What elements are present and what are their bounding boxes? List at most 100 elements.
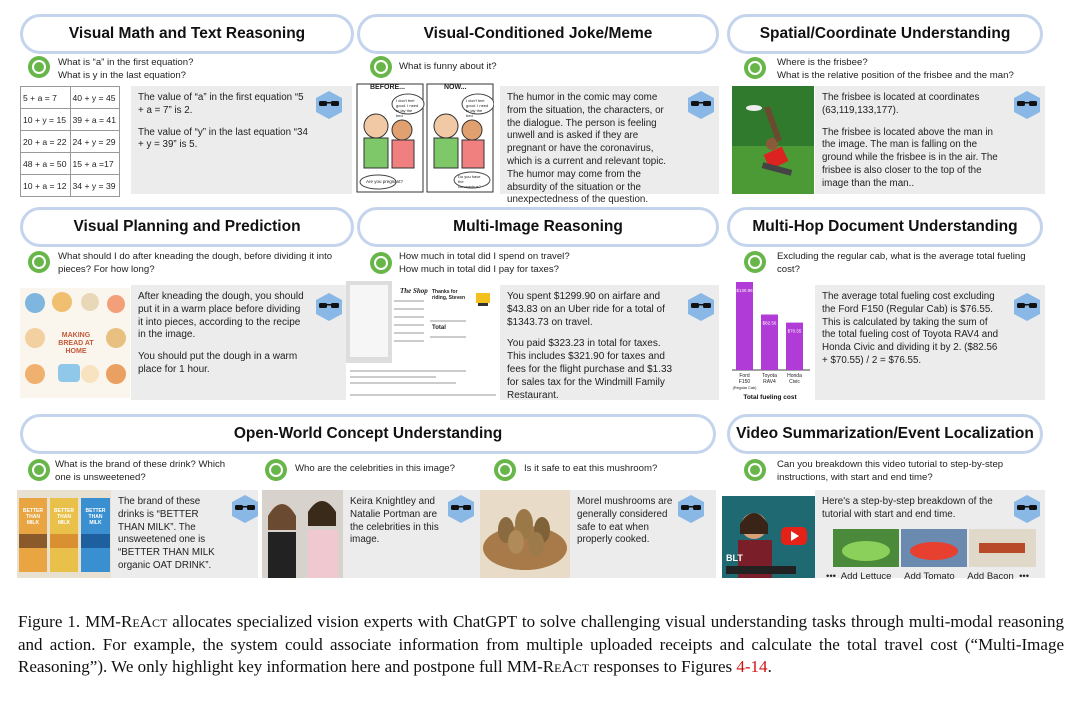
user-icon: [494, 459, 516, 481]
receipt-text: Total: [432, 325, 446, 331]
question-text: Can you breakdown this video tutorial to…: [777, 459, 1004, 483]
video-thumbnail[interactable]: BLT: [722, 496, 815, 578]
question-text: What should I do after kneading the doug…: [58, 251, 333, 275]
recipe-image: MAKING BREAD AT HOME: [20, 288, 130, 398]
user-icon: [744, 251, 766, 273]
comic-text: Do you have the coronavirus?: [458, 174, 481, 189]
chart-bar: [786, 322, 803, 370]
chatgpt-bot-icon: [1012, 90, 1042, 120]
answer-box: The value of “a” in the first equation “…: [131, 86, 352, 194]
question-text: How much in total did I spend on travel?…: [399, 251, 570, 275]
category-label: (Regular Cab): [733, 386, 758, 390]
equation-cell: 20 + a = 22: [20, 130, 71, 153]
mushroom-photo: [480, 490, 570, 578]
user-icon: [370, 56, 392, 78]
answer-box: The frisbee is located at coordinates (6…: [815, 86, 1045, 194]
chart-bar: [736, 282, 753, 370]
question-text: What is funny about it?: [399, 61, 497, 72]
chatgpt-bot-icon: [686, 90, 716, 120]
question-text: Who are the celebrities in this image?: [295, 463, 455, 474]
drinks-photo: BETTER THAN MILK BETTER THAN MILK BETTER…: [17, 490, 112, 578]
answer-box: After kneading the dough, you should put…: [131, 285, 352, 400]
chatgpt-bot-icon: [230, 494, 260, 524]
panel-title-math: Visual Math and Text Reasoning: [20, 14, 354, 54]
x-axis-label: Total fueling cost: [743, 394, 797, 401]
equation-cell: 34 + y = 39: [69, 174, 120, 197]
category-label: Toyota: [762, 373, 777, 379]
chatgpt-bot-icon: [676, 494, 706, 524]
figure-caption: Figure 1. MM-ReAct allocates specialized…: [18, 612, 1064, 676]
question-text: Where is the frisbee?What is the relativ…: [777, 57, 1014, 81]
chatgpt-bot-icon: [314, 292, 344, 322]
category-label: Civic: [789, 379, 800, 385]
carton-text: BETTER THAN MILK: [23, 508, 43, 526]
chatgpt-bot-icon: [314, 90, 344, 120]
receipts-image: The Shop Thanks for riding, Steven Total: [346, 281, 498, 403]
frisbee-photo: [732, 86, 814, 194]
panel-title-multi: Multi-Image Reasoning: [357, 207, 719, 247]
comic-image: BEFORE... NOW... I don't feel good. I ne…: [356, 82, 494, 194]
chatgpt-bot-icon: [1012, 292, 1042, 322]
panel-title-hop: Multi-Hop Document Understanding: [727, 207, 1043, 247]
category-label: Ford: [739, 373, 750, 379]
equation-cell: 10 + y = 15: [20, 108, 71, 131]
user-icon: [370, 252, 392, 274]
user-icon: [744, 459, 766, 481]
chatgpt-bot-icon: [446, 494, 476, 524]
answer-box: You spent $1299.90 on airfare and $43.83…: [500, 285, 719, 401]
category-label: RAV4: [763, 379, 776, 385]
bar-value-label: $70.55: [788, 329, 802, 334]
receipt-text: Thanks for riding, Steven: [432, 289, 466, 301]
panel-title-spatial: Spatial/Coordinate Understanding: [727, 14, 1043, 54]
video-frames: [833, 529, 1036, 567]
video-steps: ••• Add Lettuce Add Tomato Add Bacon •••: [826, 571, 1030, 582]
receipt-text: The Shop: [400, 287, 428, 295]
category-label: Honda: [787, 373, 802, 379]
comic-text: Are you pregnant?: [366, 179, 404, 184]
user-icon: [28, 251, 50, 273]
panel-title-video: Video Summarization/Event Localization: [727, 414, 1043, 454]
question-text: Excluding the regular cab, what is the a…: [777, 251, 1026, 275]
user-icon: [265, 459, 287, 481]
question-text: What is the brand of these drink? Which …: [55, 459, 226, 483]
bar-value-label: $130.96: [736, 288, 753, 293]
comic-text: NOW...: [444, 84, 467, 91]
bar-value-label: $82.56: [763, 321, 777, 326]
comic-text: I don't feel good. I need to lay the bed: [396, 98, 419, 118]
user-icon: [744, 57, 766, 79]
carton-text: BETTER THAN MILK: [54, 508, 74, 526]
video-title-text: BLT: [726, 553, 743, 563]
equation-cell: 10 + a = 12: [20, 174, 71, 197]
carton-text: BETTER THAN MILK: [85, 508, 106, 526]
chart-bar: [761, 314, 778, 370]
category-label: F150: [739, 379, 751, 385]
user-icon: [28, 56, 50, 78]
answer-box: The average total fueling cost excluding…: [815, 285, 1045, 400]
chatgpt-bot-icon: [1012, 494, 1042, 524]
user-icon: [28, 459, 50, 481]
question-text: What is “a” in the first equation?What i…: [58, 57, 194, 81]
celebrities-photo: [262, 490, 344, 578]
panel-title-planning: Visual Planning and Prediction: [20, 207, 354, 247]
equation-cell: 5 + a = 7: [20, 86, 71, 109]
equation-cell: 24 + y = 29: [69, 130, 120, 153]
panel-title-joke: Visual-Conditioned Joke/Meme: [357, 14, 719, 54]
comic-text: I don't feel good. I need to lay the bed: [466, 98, 489, 118]
recipe-image-text: MAKING BREAD AT HOME: [58, 332, 94, 355]
chatgpt-bot-icon: [686, 292, 716, 322]
question-text: Is it safe to eat this mushroom?: [524, 463, 658, 474]
figure-reference-link[interactable]: 4-14: [736, 657, 768, 676]
equation-cell: 40 + y = 45: [69, 86, 120, 109]
equation-cell: 15 + a =17: [69, 152, 120, 175]
comic-text: BEFORE...: [370, 84, 406, 91]
equation-cell: 39 + a = 41: [69, 108, 120, 131]
panel-title-concept: Open-World Concept Understanding: [20, 414, 716, 454]
answer-box: The humor in the comic may come from the…: [500, 86, 719, 205]
